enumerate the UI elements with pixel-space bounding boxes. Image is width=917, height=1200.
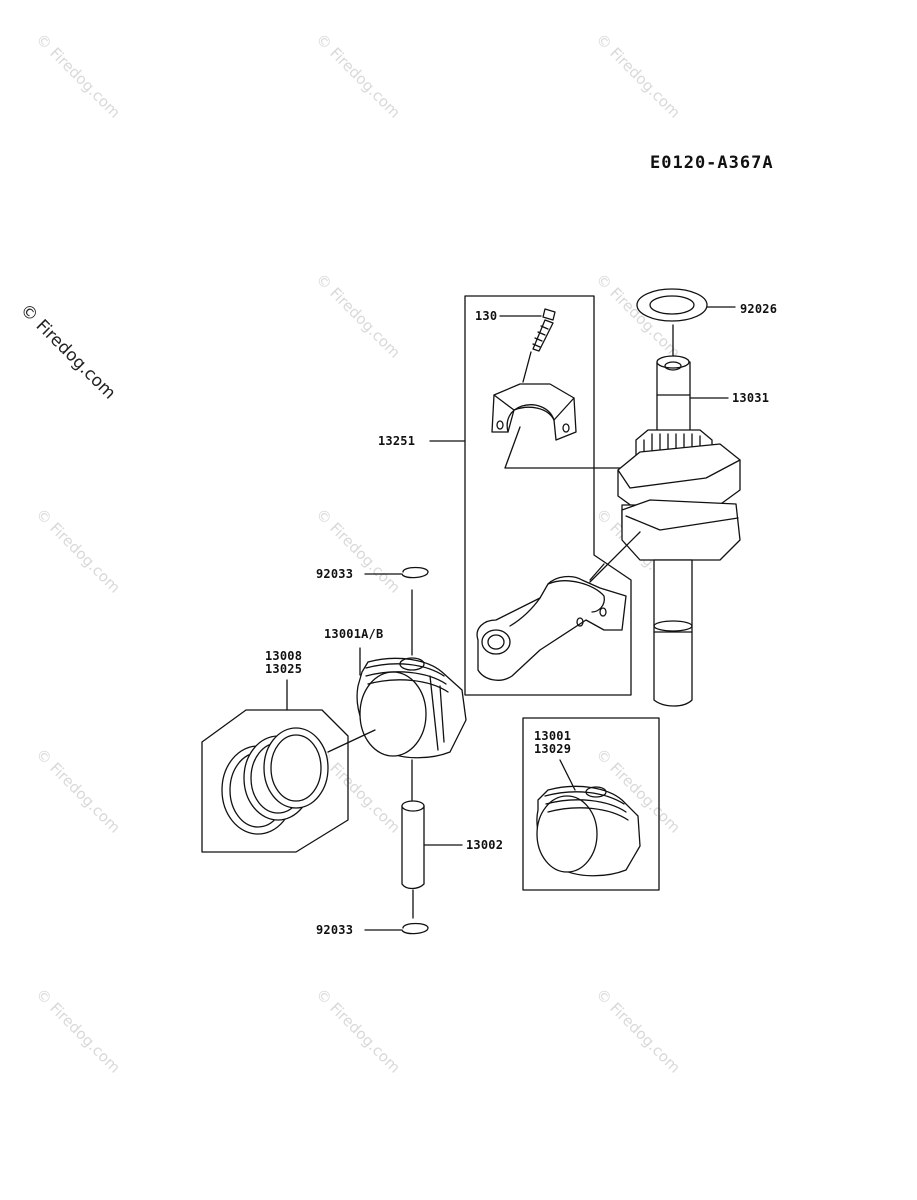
diagram-code: E0120-A367A	[650, 153, 774, 173]
piston-main	[356, 589, 467, 801]
callout-ring-set-b: 13025	[265, 662, 303, 676]
callout-piston-std-a: 13001	[534, 729, 572, 743]
conrod-set-frame	[464, 295, 632, 696]
standard-piston	[522, 717, 660, 891]
callout-conrod-set: 13251	[378, 434, 416, 448]
callout-circlip-top: 92033	[316, 567, 354, 581]
circlip-bottom	[364, 922, 429, 935]
leader-piston-rings	[327, 729, 376, 753]
callout-piston-std-b: 13029	[534, 742, 572, 756]
crankshaft	[617, 288, 741, 707]
leader-rod-crankpin	[589, 531, 641, 583]
leader-cap-crankpin	[504, 426, 629, 469]
callout-ring-set-a: 13008	[265, 649, 303, 663]
piston-pin	[401, 800, 463, 919]
callout-bolt: 130	[475, 309, 498, 323]
circlip-top	[364, 566, 429, 579]
rod-cap	[491, 383, 577, 441]
conrod-bolt	[522, 308, 556, 383]
callout-piston-pin: 13002	[466, 838, 504, 852]
ring-set	[201, 679, 349, 853]
callout-crankshaft: 13031	[732, 391, 770, 405]
connecting-rod	[476, 563, 627, 681]
callout-circlip-bottom: 92033	[316, 923, 354, 937]
callout-piston-ab: 13001A/B	[324, 627, 384, 641]
callout-washer: 92026	[740, 302, 778, 316]
